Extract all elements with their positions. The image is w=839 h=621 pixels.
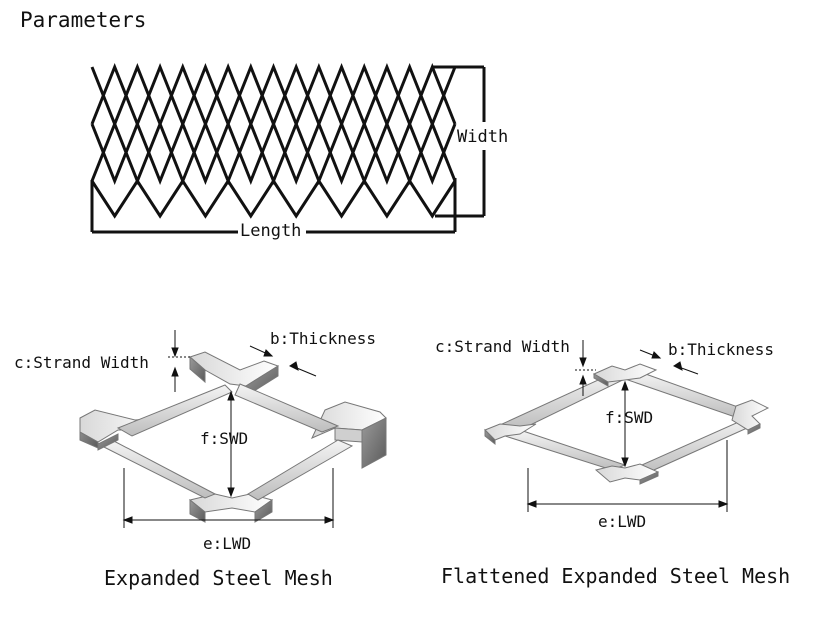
length-label: Length <box>240 221 301 241</box>
left-bottom-knot <box>188 493 274 523</box>
mesh-zigzag-strand <box>90 178 457 219</box>
right-swd-label: f:SWD <box>605 408 653 427</box>
dimension-frame <box>90 65 486 234</box>
mesh-zigzag-strand <box>90 119 457 186</box>
page-title: Parameters <box>20 8 147 32</box>
right-thickness-label: b:Thickness <box>668 340 774 359</box>
left-thickness-label: b:Thickness <box>270 329 376 348</box>
right-flat-mesh <box>484 363 770 485</box>
right-strand-width-label: c:Strand Width <box>435 337 570 356</box>
left-caption: Expanded Steel Mesh <box>104 566 333 590</box>
mesh-zigzag-strand <box>90 62 457 129</box>
left-strand-width-label: c:Strand Width <box>14 353 149 372</box>
width-label: Width <box>457 127 508 147</box>
right-dimension-lines <box>526 340 729 512</box>
right-caption: Flattened Expanded Steel Mesh <box>441 564 791 588</box>
left-dimension-lines <box>122 330 335 528</box>
diamond-mesh-grid <box>90 62 457 219</box>
right-lwd-label: e:LWD <box>598 512 646 531</box>
left-lwd-label: e:LWD <box>203 534 251 553</box>
left-swd-label: f:SWD <box>200 429 248 448</box>
left-strands <box>96 383 354 501</box>
